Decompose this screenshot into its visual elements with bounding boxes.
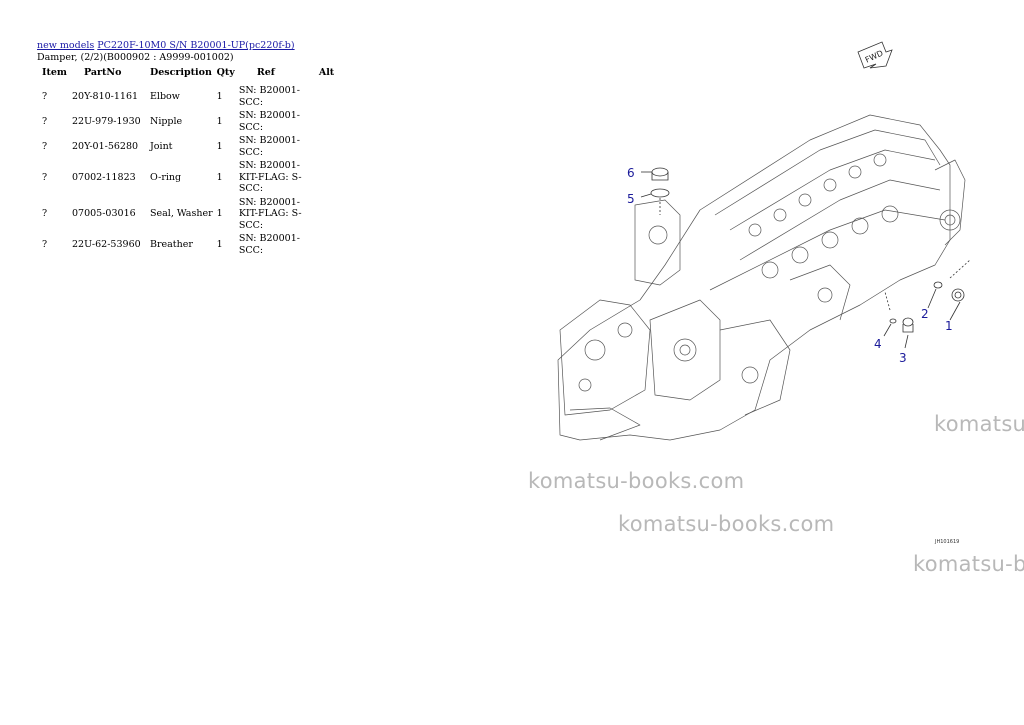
breadcrumb: new models PC220F-10M0 S/N B20001-UP(pc2… [37,40,295,51]
figure-code: JH101619 [935,539,960,545]
cell-qty: 1 [216,115,223,127]
engine-drawing [557,114,966,441]
cell-partno: 07005-03016 [72,208,136,219]
cell-ref: SN: B20001-SCC: [238,233,300,256]
cell-description: Joint [150,140,173,152]
callout-5: 5 [627,192,635,206]
table-row: ? 20Y-810-1161 Elbow 1 SN: B20001-SCC: [37,84,341,109]
cell-item: ? [42,208,48,219]
header-alt: Alt [318,67,335,78]
cell-ref: SN: B20001-KIT-FLAG: S-SCC: [238,160,302,194]
parts-table: Item PartNo Description Qty Ref Alt ? 20… [37,66,341,257]
header-qty: Qty [216,67,235,78]
header-partno: PartNo [84,67,122,78]
breadcrumb-link-new-models[interactable]: new models [37,40,95,51]
cell-qty: 1 [216,208,223,219]
cell-description: Breather [150,238,193,250]
table-row: ? 20Y-01-56280 Joint 1 SN: B20001-SCC: [37,134,341,159]
cell-qty: 1 [216,140,223,152]
cell-alt [317,159,341,196]
cell-qty: 1 [216,238,223,250]
table-row: ? 22U-62-53960 Breather 1 SN: B20001-SCC… [37,232,341,257]
cell-item: ? [42,140,48,152]
cell-item: ? [42,238,48,250]
callout-4: 4 [874,337,882,351]
cell-partno: 07002-11823 [72,171,136,183]
page-subtitle: Damper, (2/2)(B000902 : A9999-001002) [37,52,234,63]
table-row: ? 22U-979-1930 Nipple 1 SN: B20001-SCC: [37,109,341,134]
table-row: ? 07005-03016 Seal, Washer 1 SN: B20001-… [37,196,341,233]
cell-partno: 22U-62-53960 [72,238,141,250]
cell-description: O-ring [150,171,182,183]
callout-2: 2 [921,307,929,321]
callout-6: 6 [627,166,635,180]
cell-ref: SN: B20001-SCC: [238,85,300,108]
cell-ref: SN: B20001-KIT-FLAG: S-SCC: [238,196,302,231]
cell-alt [317,232,341,257]
watermark: komatsu [934,412,1024,436]
cell-alt [317,134,341,159]
header-item: Item [42,67,67,78]
table-header-row: Item PartNo Description Qty Ref Alt [37,66,341,84]
cell-item: ? [42,90,48,102]
cell-partno: 20Y-810-1161 [72,90,139,102]
cell-description: Seal, Washer [150,208,213,219]
cell-alt [317,84,341,109]
header-description: Description [150,67,212,78]
watermark: komatsu-books.com [528,469,745,493]
cell-description: Elbow [150,90,180,102]
cell-partno: 22U-979-1930 [72,115,141,127]
cell-ref: SN: B20001-SCC: [238,135,300,158]
fwd-arrow-icon: FWD [857,41,893,69]
table-row: ? 07002-11823 O-ring 1 SN: B20001-KIT-FL… [37,159,341,196]
callout-1: 1 [945,319,953,333]
cell-partno: 20Y-01-56280 [72,140,139,152]
watermark: komatsu-books.com [618,512,835,536]
cell-ref: SN: B20001-SCC: [238,110,300,133]
exploded-parts [640,167,971,349]
parts-diagram: FWD 1 2 3 4 5 6 [557,41,971,441]
cell-qty: 1 [216,171,223,183]
breadcrumb-link-model[interactable]: PC220F-10M0 S/N B20001-UP(pc220f-b) [97,40,295,51]
callout-3: 3 [899,351,907,365]
cell-qty: 1 [216,90,223,102]
cell-alt [317,109,341,134]
cell-alt [317,196,341,233]
watermark: komatsu-b [913,552,1024,576]
cell-description: Nipple [150,115,183,127]
cell-item: ? [42,115,48,127]
header-ref: Ref [256,67,275,78]
cell-item: ? [42,171,48,183]
